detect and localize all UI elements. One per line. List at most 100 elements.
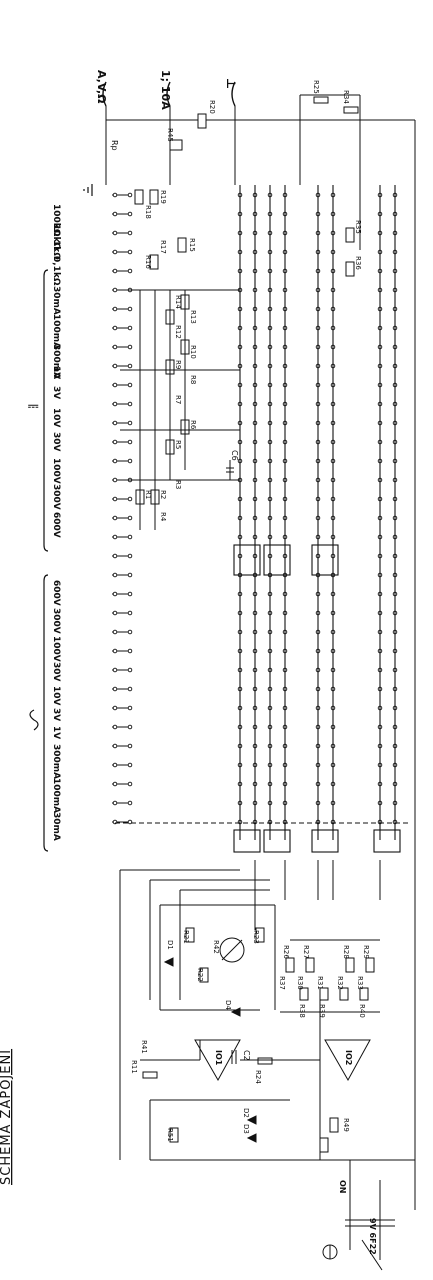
cap2-label: C2 (242, 1050, 251, 1061)
switch-contact (127, 344, 133, 350)
resistor-label: R31 (316, 976, 324, 990)
resistor-label: R38 (298, 1004, 306, 1018)
resistor-label: R23 (252, 930, 260, 944)
switch-contact (127, 496, 133, 502)
switch-contact (112, 344, 118, 350)
switch-contact (127, 420, 133, 426)
switch-contact (127, 249, 133, 255)
resistor-label: R21 (182, 930, 190, 944)
resistor-label: R3 (174, 480, 182, 489)
diode-label: D1 (166, 940, 174, 950)
switch-contact (112, 192, 118, 198)
switch-contact (127, 439, 133, 445)
switch-contact (112, 572, 118, 578)
resistor-label: R9 (174, 360, 182, 369)
resistor-label: R26 (282, 945, 290, 959)
resistor-label: R6 (189, 420, 197, 430)
switch-contact (112, 534, 118, 540)
diode-label: D4 (224, 1000, 232, 1010)
ac-range-label: 10V (51, 686, 61, 706)
ac-range-label: 600V (51, 580, 61, 606)
switch-contact (112, 553, 118, 559)
ac-range-label: 3V (51, 708, 61, 721)
switch-contact (127, 192, 133, 198)
switch-contact (112, 800, 118, 806)
switch-contact (127, 781, 133, 787)
ac-range-label: 300V (51, 608, 61, 634)
ac-range-label: 100V (51, 636, 61, 662)
switch-contact (112, 268, 118, 274)
ac-range-label: 30V (51, 662, 61, 682)
switch-contact (112, 439, 118, 445)
battery-label: 9V 6F22 (368, 1218, 377, 1255)
switch-contact (127, 515, 133, 521)
switch-contact (112, 648, 118, 654)
switch-contact (112, 230, 118, 236)
switch-contact (112, 610, 118, 616)
divider-ladder (120, 289, 240, 530)
switch-contact (127, 819, 133, 825)
diode-label: D3 (242, 1124, 250, 1134)
switch-contact (127, 363, 133, 369)
range-brackets: ⎓ (28, 269, 49, 852)
switch-contact (127, 458, 133, 464)
diode-label: D2 (242, 1108, 250, 1118)
switch-contact (112, 762, 118, 768)
resistor-label: R45 (166, 128, 174, 142)
dc-range-label: 10V (51, 408, 61, 428)
switch-decks (233, 185, 401, 853)
resistor-label: R13 (189, 310, 197, 324)
switch-contact (127, 762, 133, 768)
resistor-label: R17 (159, 240, 167, 254)
resistor-label: R1 (144, 490, 152, 499)
switch-contact (112, 382, 118, 388)
resistor-label: R15 (188, 238, 196, 252)
terminal-10a-label: 1; 10A (159, 70, 172, 110)
switch-contact (112, 306, 118, 312)
ac-range-label: 100mA (51, 778, 61, 813)
switch-contact (112, 401, 118, 407)
resistor-label: R11 (130, 1060, 138, 1074)
switch-contact (112, 629, 118, 635)
resistor-label: R40 (358, 1004, 366, 1018)
switch-contact (112, 496, 118, 502)
switch-contact (127, 800, 133, 806)
rp-label: Rp (110, 140, 119, 151)
switch-contact (112, 325, 118, 331)
switch-contact (127, 610, 133, 616)
amplifier-section (119, 860, 416, 1271)
resistor-label: R25 (312, 80, 320, 94)
resistor-label: R10 (189, 345, 197, 359)
dc-range-label: 300mA (51, 344, 61, 379)
resistor-label: R20 (208, 100, 216, 114)
resistor-label: R12 (174, 325, 182, 339)
dc-range-label: 300V (51, 484, 61, 510)
resistor-label: R41 (140, 1040, 148, 1054)
switch-contact (112, 667, 118, 673)
resistor-label: R16 (144, 255, 152, 269)
resistor-label: R35 (354, 220, 362, 234)
switch-contact (112, 287, 118, 293)
switch-contact (127, 306, 133, 312)
resistor-label: R29 (362, 945, 370, 959)
switch-contact (112, 458, 118, 464)
ac-range-label: 1V (51, 726, 61, 739)
resistor-label: R4 (159, 512, 167, 522)
resistor-label: R32 (336, 976, 344, 990)
resistor-label: R19 (159, 190, 167, 204)
ac-range-label: 300mA (51, 744, 61, 779)
switch-contact (127, 591, 133, 597)
switch-contact (127, 572, 133, 578)
ic1-label: IO1 (214, 1050, 223, 1066)
resistor-label: R14 (174, 295, 182, 309)
resistor-label: R5 (174, 440, 182, 449)
switch-contact (127, 211, 133, 217)
terminal-main-label: A,V,Ω (95, 70, 108, 104)
switch-contact (112, 591, 118, 597)
resistor-label: R27 (302, 945, 310, 959)
switch-contact (127, 553, 133, 559)
cap6-label: C6 (230, 450, 239, 461)
resistor-label: R18 (144, 205, 152, 219)
switch-contact (127, 724, 133, 730)
